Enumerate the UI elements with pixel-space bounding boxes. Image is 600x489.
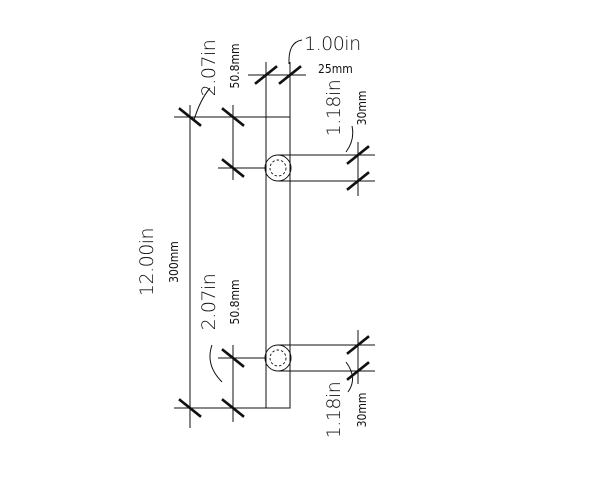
- bottom-standoff-dimension: [278, 330, 375, 393]
- bottom-offset-metric-label: 50.8mm: [228, 279, 242, 324]
- bottom-standoff-metric-label: 30mm: [355, 393, 369, 428]
- top-offset-dimension: [193, 87, 266, 180]
- bottom-standoff-imperial-label: 1.18in: [323, 382, 345, 439]
- top-offset-imperial-label: 2.07in: [198, 40, 220, 97]
- bottom-offset-dimension: [209, 344, 266, 422]
- overall-length-metric-label: 300mm: [167, 241, 181, 283]
- handle-bar: [265, 116, 291, 409]
- top-post: [264, 154, 292, 182]
- bottom-offset-imperial-label: 2.07in: [198, 274, 220, 331]
- top-standoff-dimension: [278, 125, 375, 196]
- top-standoff-metric-label: 30mm: [355, 91, 369, 126]
- overall-length-imperial-label: 12.00in: [136, 228, 158, 296]
- bottom-post: [264, 344, 292, 372]
- overall-length-dimension: [174, 105, 290, 428]
- bar-width-metric-label: 25mm: [318, 62, 353, 76]
- top-offset-metric-label: 50.8mm: [228, 43, 242, 88]
- bar-width-imperial-label: 1.00in: [304, 33, 361, 55]
- bar-width-dimension: [248, 39, 306, 117]
- top-standoff-imperial-label: 1.18in: [323, 80, 345, 137]
